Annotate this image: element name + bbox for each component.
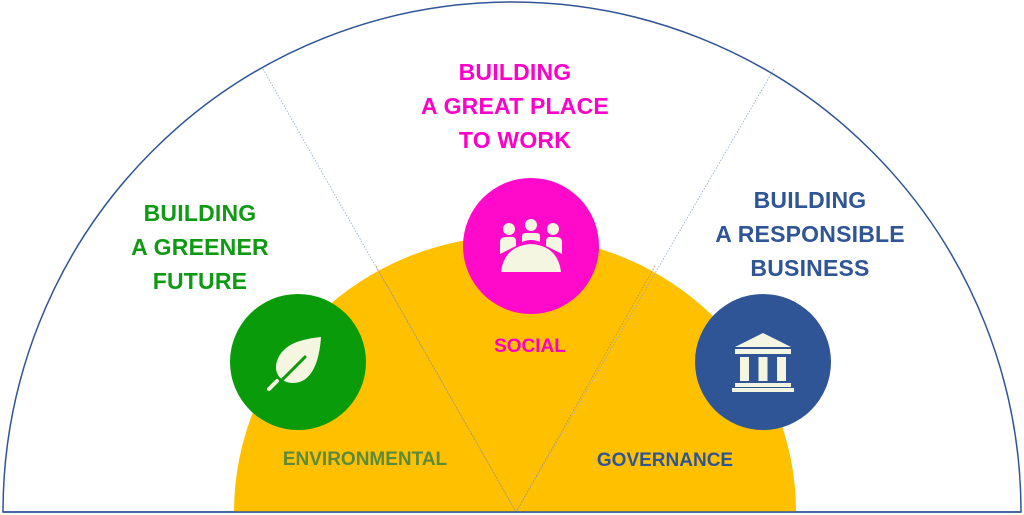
governance-label: GOVERNANCE (596, 450, 734, 471)
headline-line: BUILDING (753, 187, 867, 213)
divider-left-inner (375, 265, 517, 513)
headline-line: FUTURE (152, 268, 248, 294)
environmental-label: ENVIRONMENTAL (282, 449, 448, 470)
environmental-headline: BUILDING A GREENER FUTURE (100, 196, 300, 298)
inner-yellow-semicircle (234, 236, 796, 512)
governance-headline: BUILDING A RESPONSIBLE BUSINESS (690, 183, 930, 285)
headline-line: TO WORK (458, 127, 572, 153)
headline-line: BUILDING (143, 200, 257, 226)
institution-building-icon (732, 333, 794, 392)
headline-line: BUSINESS (750, 255, 870, 281)
divider-right-inner (515, 265, 656, 513)
social-circle (463, 178, 599, 314)
people-meeting-icon (500, 219, 562, 272)
headline-line: BUILDING (458, 59, 572, 85)
governance-circle (695, 294, 831, 430)
divider-right (515, 68, 775, 513)
social-headline: BUILDING A GREAT PLACE TO WORK (405, 55, 625, 157)
environmental-circle (230, 294, 366, 430)
social-label: SOCIAL (494, 336, 566, 357)
headline-line: A GREENER (131, 234, 269, 260)
leaf-icon (267, 337, 321, 393)
headline-line: A RESPONSIBLE (715, 221, 905, 247)
headline-line: A GREAT PLACE (421, 93, 609, 119)
